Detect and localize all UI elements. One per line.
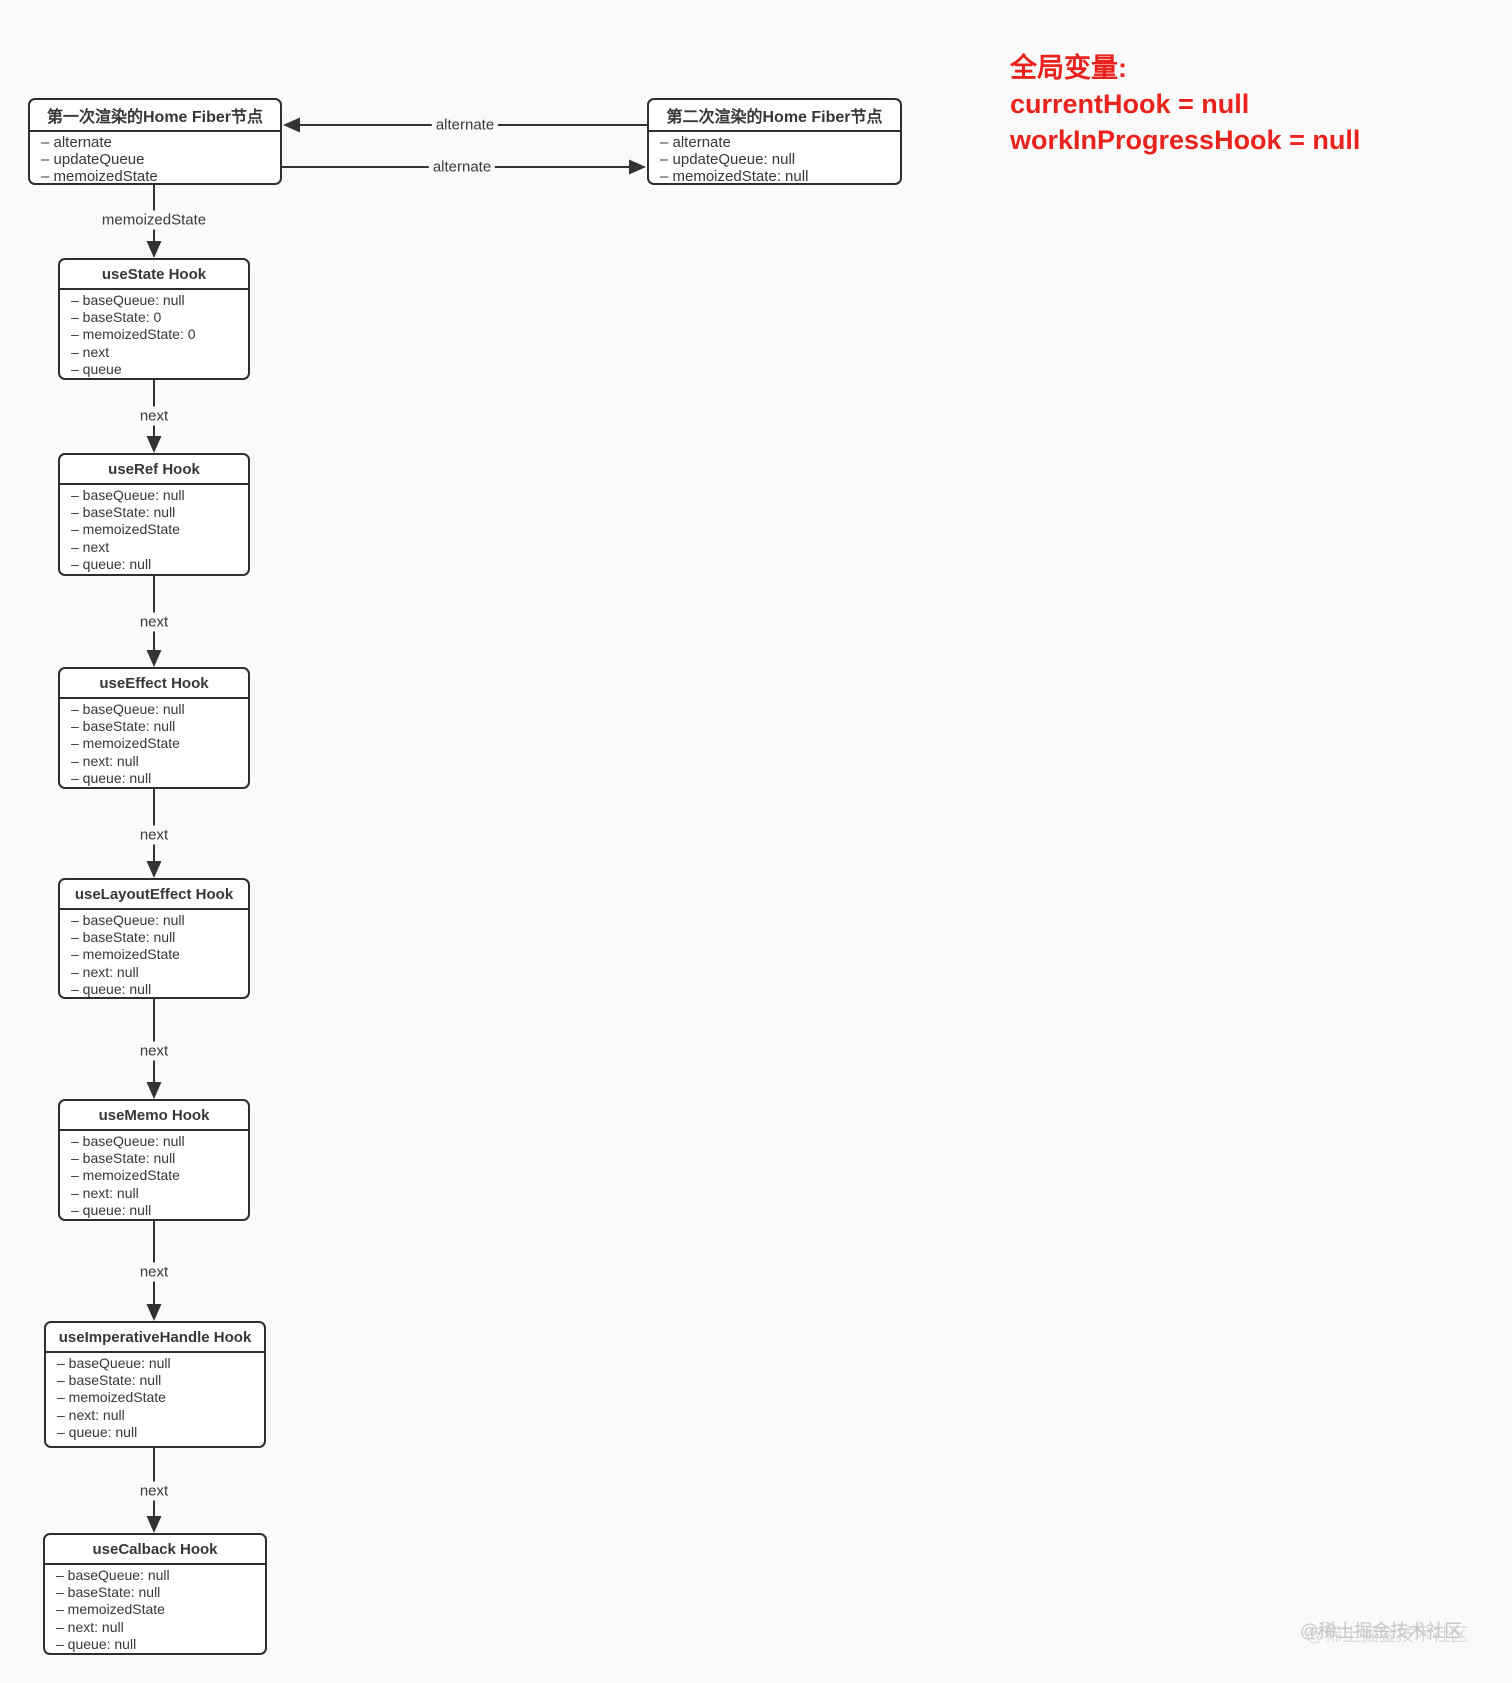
- hook-field: – queue: null: [71, 555, 152, 572]
- edge-label-next-3: next: [135, 825, 173, 845]
- fiber-first-field-updatequeue: – updateQueue: [41, 151, 145, 168]
- hook-field: – next: null: [57, 1406, 125, 1423]
- hook-field: – next: [71, 343, 110, 360]
- alternate-bottom-arrowhead-icon: [629, 159, 646, 175]
- hook-node-uselayouteffect: useLayoutEffect Hook – baseQueue: null –…: [58, 878, 250, 999]
- hook-field: – next: null: [71, 963, 139, 980]
- hook-field: – memoizedState: [71, 521, 180, 538]
- global-variables-note: 全局变量: currentHook = null workInProgressH…: [1010, 50, 1360, 158]
- hook-field: – baseQueue: null: [71, 487, 185, 503]
- hook-usememo-fields: – baseQueue: null – baseState: null – me…: [60, 1131, 248, 1219]
- hook-field: – queue: null: [56, 1635, 137, 1652]
- hook-node-usestate: useState Hook – baseQueue: null – baseSt…: [58, 258, 250, 380]
- hook-field: – baseQueue: null: [71, 912, 185, 928]
- hook-field: – baseState: null: [71, 929, 176, 946]
- edge-label-next-4: next: [135, 1041, 173, 1061]
- alternate-top-arrowhead-icon: [283, 117, 300, 133]
- hook-field: – memoizedState: 0: [71, 326, 196, 343]
- hook-usestate-title: useState Hook: [60, 260, 248, 290]
- next-arrowhead-6-icon: [146, 1516, 162, 1533]
- hook-field: – baseState: null: [71, 1150, 176, 1167]
- hook-node-useimperativehandle: useImperativeHandle Hook – baseQueue: nu…: [44, 1321, 266, 1448]
- hook-field: – next: null: [71, 1184, 139, 1201]
- edge-label-alternate-top: alternate: [431, 115, 499, 135]
- hook-field: – queue: null: [71, 980, 152, 997]
- edge-label-next-2: next: [135, 612, 173, 632]
- hook-field: – queue: null: [71, 1201, 152, 1218]
- next-arrowhead-5-icon: [146, 1304, 162, 1321]
- fiber-second-fields: – alternate – updateQueue: null – memoiz…: [649, 132, 900, 185]
- fiber-second-field-updatequeue: – updateQueue: null: [660, 151, 796, 168]
- hook-field: – baseState: null: [57, 1372, 162, 1389]
- hook-useimperativehandle-title: useImperativeHandle Hook: [46, 1323, 264, 1353]
- hook-node-usecallback: useCalback Hook – baseQueue: null – base…: [43, 1533, 267, 1655]
- hook-field: – memoizedState: [71, 946, 180, 963]
- edge-label-next-1: next: [135, 406, 173, 426]
- hook-field: – baseQueue: null: [57, 1355, 171, 1371]
- hook-field: – baseQueue: null: [71, 292, 185, 308]
- hook-field: – queue: null: [57, 1423, 138, 1440]
- hook-useref-title: useRef Hook: [60, 455, 248, 485]
- fiber-node-first-render: 第一次渲染的Home Fiber节点 – alternate – updateQ…: [28, 98, 282, 185]
- fiber-second-field-alternate: – alternate: [660, 134, 731, 151]
- hook-field: – memoizedState: [71, 735, 180, 752]
- edge-label-next-6: next: [135, 1481, 173, 1501]
- memoizedstate-arrowhead-icon: [146, 241, 162, 258]
- hook-useeffect-title: useEffect Hook: [60, 669, 248, 699]
- hook-field: – baseState: null: [71, 504, 176, 521]
- edge-label-next-5: next: [135, 1262, 173, 1282]
- hook-node-useeffect: useEffect Hook – baseQueue: null – baseS…: [58, 667, 250, 789]
- hook-field: – baseQueue: null: [71, 1133, 185, 1149]
- hook-useeffect-fields: – baseQueue: null – baseState: null – me…: [60, 699, 248, 787]
- hook-field: – memoizedState: [71, 1167, 180, 1184]
- hook-usememo-title: useMemo Hook: [60, 1101, 248, 1131]
- hook-field: – memoizedState: [57, 1389, 166, 1406]
- hook-field: – baseState: 0: [71, 309, 162, 326]
- fiber-first-field-alternate: – alternate: [41, 134, 112, 151]
- next-arrowhead-1-icon: [146, 436, 162, 453]
- edge-label-alternate-bottom: alternate: [428, 157, 496, 177]
- edge-label-memoizedstate: memoizedState: [97, 210, 211, 230]
- hook-usecallback-fields: – baseQueue: null – baseState: null – me…: [45, 1565, 265, 1653]
- hook-usestate-fields: – baseQueue: null – baseState: 0 – memoi…: [60, 290, 248, 378]
- hook-field: – next: [71, 538, 110, 555]
- hook-node-useref: useRef Hook – baseQueue: null – baseStat…: [58, 453, 250, 576]
- watermark: @稀土掘金技术社区: [1300, 1621, 1463, 1641]
- hook-uselayouteffect-title: useLayoutEffect Hook: [60, 880, 248, 910]
- fiber-second-title: 第二次渲染的Home Fiber节点: [649, 100, 900, 132]
- fiber-node-second-render: 第二次渲染的Home Fiber节点 – alternate – updateQ…: [647, 98, 902, 185]
- hook-field: – baseQueue: null: [71, 701, 185, 717]
- next-arrowhead-3-icon: [146, 861, 162, 878]
- hook-field: – baseState: null: [56, 1584, 161, 1601]
- hook-field: – queue: [71, 360, 122, 377]
- hook-field: – next: null: [56, 1618, 124, 1635]
- globals-workinprogresshook: workInProgressHook = null: [1010, 125, 1361, 155]
- fiber-first-field-memoizedstate: – memoizedState: [41, 168, 158, 185]
- fiber-second-field-memoizedstate: – memoizedState: null: [660, 168, 809, 185]
- next-arrowhead-2-icon: [146, 650, 162, 667]
- hook-field: – queue: null: [71, 769, 152, 786]
- hook-field: – next: null: [71, 752, 139, 769]
- globals-currenthook: currentHook = null: [1010, 89, 1250, 119]
- hook-field: – baseState: null: [71, 718, 176, 735]
- hook-useref-fields: – baseQueue: null – baseState: null – me…: [60, 485, 248, 574]
- hook-node-usememo: useMemo Hook – baseQueue: null – baseSta…: [58, 1099, 250, 1221]
- next-arrowhead-4-icon: [146, 1082, 162, 1099]
- hook-uselayouteffect-fields: – baseQueue: null – baseState: null – me…: [60, 910, 248, 997]
- fiber-first-fields: – alternate – updateQueue – memoizedStat…: [30, 132, 280, 185]
- fiber-first-title: 第一次渲染的Home Fiber节点: [30, 100, 280, 132]
- globals-heading: 全局变量:: [1010, 53, 1127, 83]
- hook-field: – memoizedState: [56, 1601, 165, 1618]
- hook-useimperativehandle-fields: – baseQueue: null – baseState: null – me…: [46, 1353, 264, 1443]
- hook-field: – baseQueue: null: [56, 1567, 170, 1583]
- hook-usecallback-title: useCalback Hook: [45, 1535, 265, 1565]
